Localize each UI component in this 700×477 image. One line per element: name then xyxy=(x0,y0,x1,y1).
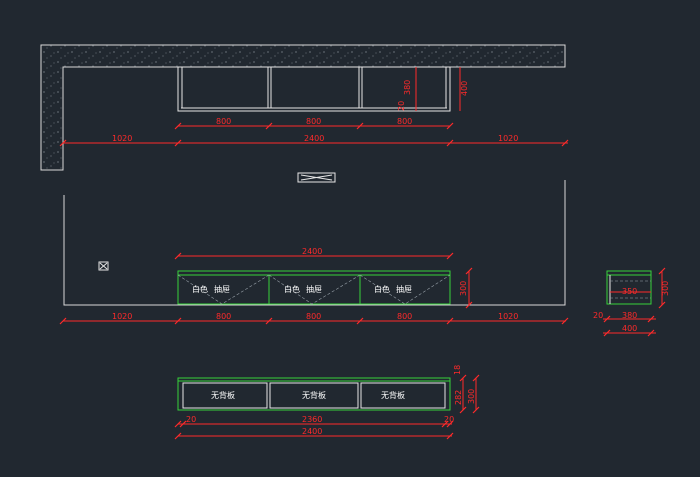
elevation-height-dim: 300 xyxy=(459,281,468,296)
compartment-1-type: 抽屉 xyxy=(214,284,230,294)
bottom-view: 无背板 无背板 无背板 18 282 300 20 2360 20 2400 xyxy=(174,365,480,440)
compartment-2-color: 白色 xyxy=(284,284,300,294)
top-wall-hatch xyxy=(40,44,566,171)
bottom-cabinet-body xyxy=(177,380,451,411)
elevation-width-dim-2: 800 xyxy=(216,312,231,321)
elevation-cabinet-body xyxy=(177,274,451,305)
bottom-panel-3-frame xyxy=(360,382,446,409)
top-cabinet-dim-1: 800 xyxy=(216,117,231,126)
side-height-dim: 300 xyxy=(661,281,670,296)
top-cabinet-dim-3: 800 xyxy=(397,117,412,126)
top-cabinet-frame xyxy=(177,66,451,112)
side-depth-dim: 380 xyxy=(622,311,637,320)
elevation-overall-dim: 2400 xyxy=(302,247,322,256)
compartment-3-type: 抽屉 xyxy=(396,284,412,294)
bottom-overall-dim: 2400 xyxy=(302,427,322,436)
bottom-top-dim: 18 xyxy=(453,365,462,375)
top-width-dim-right: 1020 xyxy=(498,134,518,143)
bottom-left-gap-dim: 20 xyxy=(186,415,196,424)
top-depth-dim-380: 380 xyxy=(403,80,412,95)
elevation-view: 2400 白色 抽屉 白色 抽屉 白色 抽屉 300 xyxy=(59,180,569,325)
bottom-inner-height-dim: 282 xyxy=(454,390,463,405)
compartment-1-color: 白色 xyxy=(192,284,208,294)
top-depth-dim-400: 400 xyxy=(460,81,469,96)
side-view: 350 300 20 380 400 xyxy=(593,267,670,337)
elevation-width-dim-5: 1020 xyxy=(498,312,518,321)
elevation-cabinet-top xyxy=(177,270,451,276)
elevation-width-dim-4: 800 xyxy=(397,312,412,321)
top-depth-dim-20: 20 xyxy=(397,101,406,111)
side-cabinet-top xyxy=(606,270,652,276)
top-width-dim-center: 2400 xyxy=(304,134,324,143)
side-inner-dim: 350 xyxy=(622,287,637,296)
side-back-dim: 20 xyxy=(593,311,603,320)
top-cabinet-dim-2: 800 xyxy=(306,117,321,126)
elevation-cabinet: 白色 抽屉 白色 抽屉 白色 抽屉 xyxy=(177,270,451,305)
elevation-wall-outline xyxy=(63,180,566,306)
bottom-panel-2-frame xyxy=(269,382,359,409)
top-cabinets xyxy=(177,66,451,112)
bottom-inner-width-dim: 2360 xyxy=(302,415,322,424)
bottom-panel-1-frame xyxy=(182,382,268,409)
elevation-width-dim-1: 1020 xyxy=(112,312,132,321)
bottom-panel-3-label: 无背板 xyxy=(381,390,405,400)
bottom-panel-2-label: 无背板 xyxy=(302,390,326,400)
elevation-width-dim-3: 800 xyxy=(306,312,321,321)
socket-icon xyxy=(98,261,109,271)
top-view: 380 20 400 800 800 800 1020 2400 1020 xyxy=(40,44,569,183)
fixture-symbol xyxy=(297,172,336,183)
top-width-dim-left: 1020 xyxy=(112,134,132,143)
compartment-2-type: 抽屉 xyxy=(306,284,322,294)
bottom-height-dim: 300 xyxy=(467,389,476,404)
bottom-right-gap-dim: 20 xyxy=(444,415,454,424)
compartment-3-color: 白色 xyxy=(374,284,390,294)
bottom-panel-1-label: 无背板 xyxy=(211,390,235,400)
side-cabinet-body xyxy=(606,274,652,305)
side-total-dim: 400 xyxy=(622,324,637,333)
